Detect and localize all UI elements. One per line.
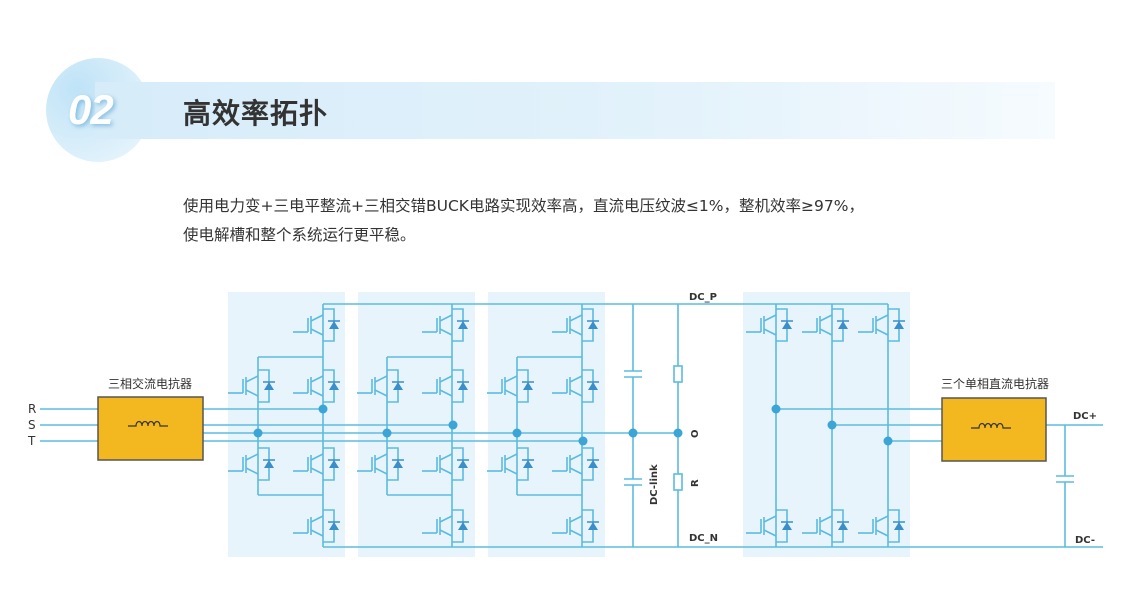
- inductor-icon: [128, 420, 168, 427]
- input-label-s: S: [28, 418, 36, 432]
- node-o-label: O: [690, 429, 701, 438]
- ac-reactor-label: 三相交流电抗器: [108, 376, 192, 391]
- junction-node: [827, 420, 837, 430]
- input-label-r: R: [28, 402, 36, 416]
- junction-node: [673, 428, 683, 438]
- ac-reactor-box: [97, 396, 204, 461]
- description-line-1: 使用电力变+三电平整流+三相交错BUCK电路实现效率高，直流电压纹波≤1%，整机…: [183, 197, 864, 215]
- junction-node: [448, 420, 458, 430]
- junction-node: [512, 428, 522, 438]
- description: 使用电力变+三电平整流+三相交错BUCK电路实现效率高，直流电压纹波≤1%，整机…: [183, 192, 864, 250]
- junction-node: [883, 436, 893, 446]
- dc-minus-label: DC-: [1075, 535, 1095, 546]
- dc-plus-label: DC+: [1073, 411, 1097, 422]
- dc-link-label: DC-link: [649, 464, 660, 505]
- title-band: [95, 82, 1055, 139]
- junction-node: [382, 428, 392, 438]
- dc-p-label: DC_P: [689, 292, 717, 303]
- dc-reactor-label: 三个单相直流电抗器: [941, 376, 1049, 391]
- section-number: 02: [68, 86, 114, 133]
- junction-node: [771, 404, 781, 414]
- junction-node: [628, 428, 638, 438]
- dc-reactor-box: [941, 397, 1047, 462]
- junction-node: [578, 436, 588, 446]
- section-title: 高效率拓扑: [183, 97, 329, 130]
- inductor-icon: [971, 422, 1011, 429]
- input-label-t: T: [27, 434, 36, 448]
- module-panel: [488, 292, 605, 557]
- dc-n-label: DC_N: [689, 533, 718, 544]
- junction-node: [253, 428, 263, 438]
- node-r-label: R: [690, 479, 701, 487]
- description-line-2: 使电解槽和整个系统运行更平稳。: [183, 226, 416, 244]
- junction-node: [318, 404, 328, 414]
